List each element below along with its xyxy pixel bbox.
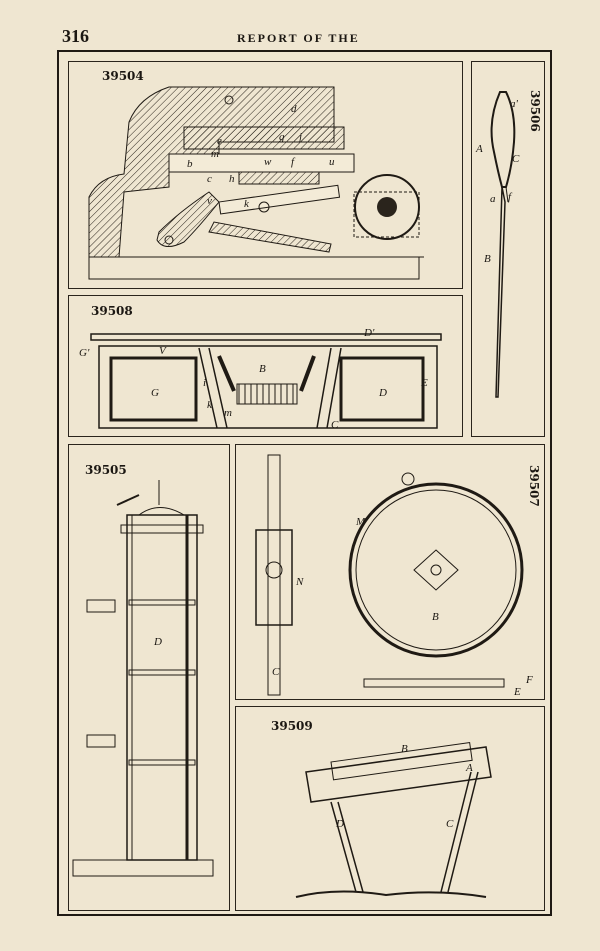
label-E: E xyxy=(420,377,428,389)
label-u: u xyxy=(329,156,335,168)
label-C: C xyxy=(446,818,454,830)
label-m: m xyxy=(224,407,232,419)
page-number: 316 xyxy=(62,26,89,46)
label-N: N xyxy=(295,576,304,588)
label-B: B xyxy=(432,611,439,623)
label-F: F xyxy=(525,674,533,686)
label-D: D xyxy=(335,818,344,830)
figure-number: 39509 xyxy=(271,719,313,733)
label-i: i xyxy=(203,377,206,389)
label-j: j xyxy=(297,131,302,143)
label-C: C xyxy=(331,419,339,431)
label-f: f xyxy=(508,191,513,203)
label-C: C xyxy=(272,666,280,678)
label-g: g xyxy=(279,131,285,143)
figure-39504-drawing: d g j e m b w f u c h k v xyxy=(88,86,424,280)
label-b: b xyxy=(187,158,193,170)
page-header: 316 REPORT OF THE xyxy=(0,22,600,52)
label-w: w xyxy=(264,156,272,168)
label-v: v xyxy=(207,195,212,207)
label-D: D xyxy=(378,387,387,399)
label-k: k xyxy=(244,198,250,210)
figure-39506-drawing: a' A C a f B xyxy=(475,91,520,398)
label-C: C xyxy=(512,153,520,165)
engraving-plate: 39504 d g j e m xyxy=(57,50,552,916)
figure-39504-panel: 39504 d g j e m xyxy=(68,61,463,289)
figure-number: 39505 xyxy=(85,463,127,477)
figure-number: 39504 xyxy=(102,69,144,83)
label-A: A xyxy=(475,143,483,155)
label-h: h xyxy=(229,173,235,185)
label-M: M xyxy=(355,516,366,528)
label-k: k xyxy=(207,399,213,411)
figure-39509-drawing: B A D C xyxy=(295,741,492,898)
label-V: V xyxy=(159,345,167,357)
label-m: m xyxy=(211,148,219,160)
label-f: f xyxy=(291,156,296,168)
figure-39508-drawing: D' G' G V B i k m D E C xyxy=(79,327,442,431)
label-a-prime: a' xyxy=(510,98,519,110)
figure-39506-panel: 39506 a' A C a f B xyxy=(471,61,545,437)
label-a: a xyxy=(490,193,496,205)
label-D-prime: D' xyxy=(363,327,375,339)
figure-39505-drawing: D xyxy=(72,480,214,877)
label-A: A xyxy=(465,762,473,774)
running-head: REPORT OF THE xyxy=(237,31,360,45)
label-B: B xyxy=(484,253,491,265)
label-c: c xyxy=(207,173,212,185)
label-B: B xyxy=(259,363,266,375)
label-D: D xyxy=(153,636,162,648)
figure-39507-drawing: M N B F E C xyxy=(255,454,533,698)
figure-39505-panel: 39505 D xyxy=(68,444,230,911)
label-G: G xyxy=(151,387,159,399)
figure-39508-panel: 39508 D' G' G V B i k m D E C xyxy=(68,295,463,437)
label-E: E xyxy=(513,686,521,698)
label-d: d xyxy=(291,103,297,115)
label-B: B xyxy=(401,743,408,755)
label-e: e xyxy=(217,135,222,147)
figure-39507-panel: 39507 M N B F E C xyxy=(235,444,545,700)
label-G-prime: G' xyxy=(79,347,90,359)
figure-number: 39508 xyxy=(91,304,133,318)
figure-39509-panel: 39509 B A D C xyxy=(235,706,545,911)
